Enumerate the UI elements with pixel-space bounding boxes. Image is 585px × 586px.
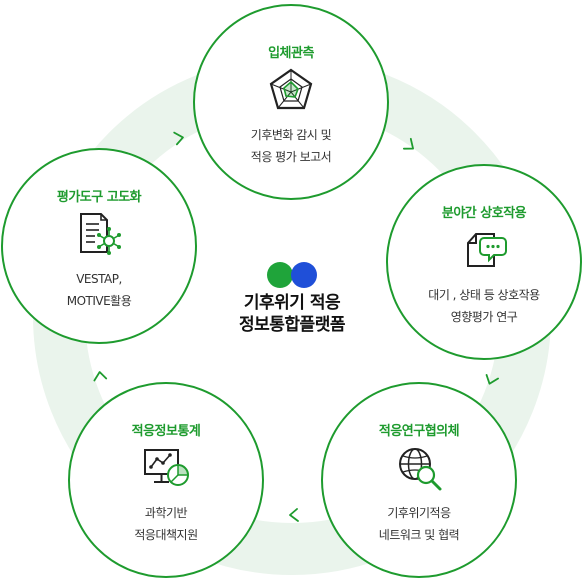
node-assessment-tool-enhancement[interactable]: 평가도구 고도화 VESTAP, MOTIVE활용: [1, 148, 197, 344]
node-cross-domain-interaction[interactable]: 분야간 상호작용 대기 , 상태 등 상호작용 영향평가 연구: [386, 164, 582, 360]
center-logo: [202, 262, 382, 292]
radar-chart-icon: [269, 68, 313, 110]
green-dot: [267, 262, 293, 288]
node-title: 적응정보통계: [131, 424, 201, 439]
center-title-line1: 기후위기 적응: [243, 293, 341, 313]
node-description: 기후위기적응 네트워크 및 협력: [378, 506, 460, 542]
arrow-icon: [485, 374, 499, 385]
center-platform: 기후위기 적응 정보통합플랫폼: [202, 262, 382, 336]
arrow-icon: [289, 508, 299, 522]
arrow-icon: [173, 131, 184, 146]
monitor-chart-icon: [144, 449, 189, 486]
document-network-icon: [80, 213, 121, 255]
node-description: 기후변화 감시 및 적응 평가 보고서: [250, 128, 332, 164]
center-title-line2: 정보통합플랫폼: [239, 315, 345, 335]
node-description: 과학기반 적응대책지원: [134, 506, 198, 542]
node-description: VESTAP, MOTIVE활용: [66, 272, 132, 308]
globe-search-icon: [399, 448, 442, 491]
node-stereoscopic-observation[interactable]: 입체관측 기후변화 감시 및 적응 평가 보고서: [193, 4, 389, 200]
node-description: 대기 , 상태 등 상호작용 영향평가 연구: [428, 288, 540, 324]
node-title: 입체관측: [268, 46, 314, 61]
node-title: 분야간 상호작용: [441, 206, 527, 221]
blue-dot: [291, 262, 317, 288]
arrow-icon: [402, 137, 414, 150]
arrow-icon: [93, 371, 108, 382]
node-title: 평가도구 고도화: [56, 190, 142, 205]
node-adaptation-statistics[interactable]: 적응정보통계 과학기반 적응대책지원: [68, 382, 264, 578]
node-title: 적응연구협의체: [378, 424, 460, 439]
node-adaptation-research-council[interactable]: 적응연구협의체 기후위기적응 네트워크 및 협력: [321, 382, 517, 578]
document-chat-icon: [467, 233, 507, 267]
